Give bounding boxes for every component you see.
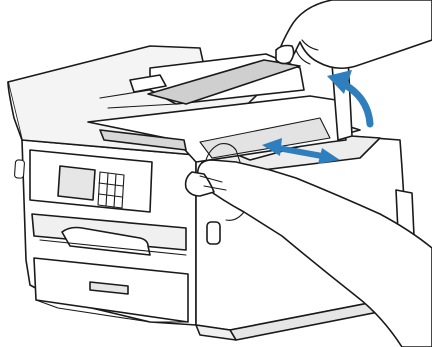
- lcd-screen: [58, 166, 95, 200]
- upper-hand: [276, 0, 432, 68]
- side-cover-handle: [207, 222, 220, 244]
- power-button: [14, 160, 24, 179]
- keypad: [98, 172, 124, 208]
